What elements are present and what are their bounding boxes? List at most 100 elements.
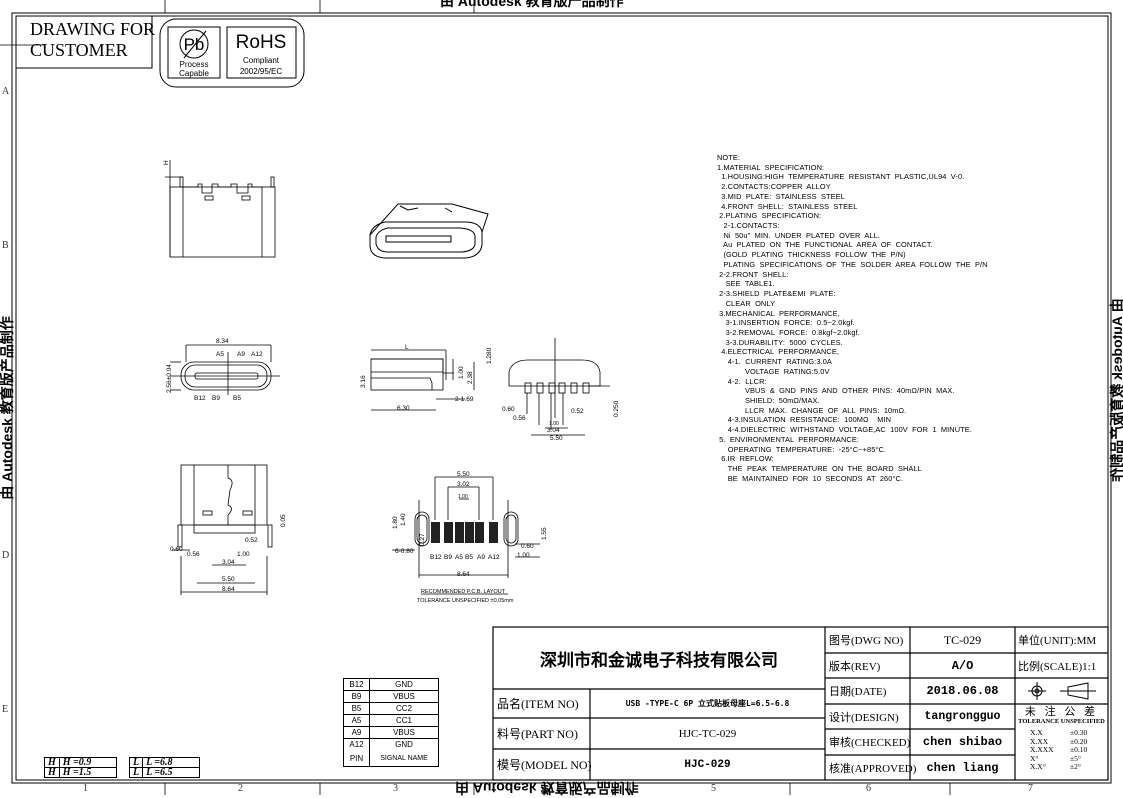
pin-label: A12 bbox=[488, 554, 500, 561]
pcb-pads bbox=[431, 522, 498, 543]
column-ticks bbox=[164, 0, 951, 795]
grid-col-label: 6 bbox=[866, 783, 871, 794]
dim-label: 0.56 bbox=[513, 415, 526, 422]
tolerance-row: X°±5° bbox=[1030, 753, 1087, 764]
tolerance-list: X.X±0.30 X.XX±0.20 X.XXX±0.10 X°±5° X.X°… bbox=[1030, 728, 1088, 772]
model-no-value: HJC-029 bbox=[684, 758, 731, 771]
dim-label: H bbox=[163, 160, 170, 165]
approved-value: chen liang bbox=[926, 760, 999, 775]
notes-block: NOTE:1.MATERIAL SPECIFICATION: 1.HOUSING… bbox=[717, 153, 988, 483]
dim-label: 0.52 bbox=[245, 537, 258, 544]
note-line: 4-1. CURRENT RATING:3.0A bbox=[717, 357, 832, 367]
note-line: 1.HOUSING:HIGH TEMPERATURE RESISTANT PLA… bbox=[717, 172, 965, 182]
note-line: LLCR MAX. CHANGE OF ALL PINS: 10mΩ. bbox=[717, 405, 907, 415]
pin-label: A9 bbox=[477, 554, 485, 561]
note-line: 4-2. LLCR: bbox=[717, 376, 767, 386]
pin-cell: A5 bbox=[343, 714, 370, 727]
rohs-line1: Compliant bbox=[243, 56, 280, 65]
top-view-drawing bbox=[165, 160, 276, 258]
note-line: 4.FRONT SHELL: STAINLESS STEEL bbox=[717, 201, 858, 211]
pb-circle-icon bbox=[179, 29, 209, 59]
rohs-badge-box bbox=[226, 26, 297, 79]
dim-label: 1.00 bbox=[458, 366, 465, 379]
dim-label: 1.55 bbox=[541, 527, 548, 540]
pb-strike-icon bbox=[183, 30, 207, 59]
dim-label: 0.60 bbox=[170, 546, 183, 553]
tolerance-subtitle: TOLERANCE UNSPECIFIED bbox=[1018, 717, 1105, 725]
note-line: 2.PLATING SPECIFICATION: bbox=[717, 211, 822, 221]
grid-col-label: 7 bbox=[1028, 783, 1033, 794]
unit-label: 单位(UNIT):MM bbox=[1018, 635, 1097, 647]
dim-label: 8.64 bbox=[457, 571, 470, 578]
dim-label: 3.16 bbox=[360, 375, 367, 388]
tolerance-key: X.XXX bbox=[1030, 745, 1054, 755]
signal-header: SIGNAL NAME bbox=[369, 750, 439, 767]
note-line: VBUS & GND PINS AND OTHER PINS: 40mΩ/PIN… bbox=[717, 386, 955, 396]
note-line: 3-3.DURABILITY: 5000 CYCLES. bbox=[717, 337, 843, 347]
note-line: 1.MATERIAL SPECIFICATION: bbox=[717, 162, 825, 172]
signal-cell: VBUS bbox=[369, 690, 439, 703]
tolerance-value: ±0.10 bbox=[1070, 745, 1088, 755]
note-line: 5. ENVIRONMENTAL PERFORMANCE: bbox=[717, 434, 859, 444]
pb-badge-box bbox=[167, 26, 221, 79]
dim-label: 0.52 bbox=[571, 408, 584, 415]
dwg-no-label: 图号(DWG NO) bbox=[829, 635, 904, 647]
dim-label: 0.27 bbox=[419, 533, 426, 546]
checked-value: chen shibao bbox=[922, 735, 1003, 749]
model-no-label: 模号(MODEL NO) bbox=[497, 758, 592, 772]
note-line: 2-2.FRONT SHELL: bbox=[717, 269, 789, 279]
note-line: OPERATING TEMPERATURE: -25°C~+85°C. bbox=[717, 444, 887, 454]
dim-label: L bbox=[405, 344, 409, 351]
part-no-label: 料号(PART NO) bbox=[497, 727, 578, 741]
note-line: VOLTAGE RATING:5.0V bbox=[717, 366, 830, 376]
signal-cell: GND bbox=[369, 738, 439, 750]
tolerance-key: X.XX bbox=[1030, 736, 1049, 746]
signal-cell: VBUS bbox=[369, 726, 439, 739]
dim-label: 1.40 bbox=[400, 513, 407, 526]
rev-value: A/O bbox=[951, 658, 974, 673]
dimension-labels: H 8.34 2.56±0.04 A5 A9 A12 B12 B9 B5 L 3… bbox=[163, 160, 620, 604]
part-no-value: HJC-TC-029 bbox=[678, 727, 737, 740]
dim-label: 1.00 bbox=[549, 421, 559, 427]
grid-row-label: D bbox=[2, 550, 10, 561]
grid-col-label: 5 bbox=[711, 783, 716, 794]
bottom-view-drawing bbox=[172, 464, 273, 595]
note-line: SEE TABLE1. bbox=[717, 279, 775, 289]
watermark-right: 由 Autodesk 教育版产品制作 bbox=[1108, 298, 1123, 482]
note-line: 3-1.INSERTION FORCE: 0.5~2.0kgf. bbox=[717, 318, 855, 328]
pin-cell: A12 bbox=[343, 738, 370, 750]
drawing-for-box bbox=[15, 15, 153, 69]
h-value: H =0.9 bbox=[58, 757, 117, 768]
l-key: L bbox=[128, 767, 144, 778]
note-line: Au PLATED ON THE FUNCTIONAL AREA OF CONT… bbox=[717, 240, 933, 250]
pin-label: B5 bbox=[465, 554, 473, 561]
company-name: 深圳市和金诚电子科技有限公司 bbox=[540, 650, 778, 671]
item-no-value: USB -TYPE-C 6P 立式贴板母座L=6.5-6.8 bbox=[625, 699, 790, 708]
watermark-left: 由 Autodesk 教育版产品制作 bbox=[0, 316, 15, 500]
tolerance-value: ±0.30 bbox=[1070, 728, 1088, 737]
pin-cell: A9 bbox=[343, 726, 370, 739]
l-value: L =6.8 bbox=[142, 757, 201, 768]
dim-label: 6-0.80 bbox=[395, 548, 414, 555]
front-view-drawing bbox=[170, 344, 280, 395]
tolerance-key: X° bbox=[1030, 753, 1039, 763]
pcb-tolerance-caption: TOLERANCE UNSPECIFIED ±0.05mm bbox=[417, 598, 514, 604]
dim-label: 3.04 bbox=[222, 559, 235, 566]
note-line: (GOLD PLATING THICKNESS FOLLOW THE P/N) bbox=[717, 250, 906, 260]
h-value: H =1.5 bbox=[58, 767, 117, 778]
note-line: 3-2.REMOVAL FORCE: 0.8kgf~2.0kgf. bbox=[717, 327, 860, 337]
note-line: 6.IR REFLOW: bbox=[717, 454, 774, 464]
pb-line2: Capable bbox=[179, 69, 209, 78]
tolerance-value: ±0.20 bbox=[1070, 736, 1088, 746]
note-line: 2-3.SHIELD PLATE&EMI PLATE: bbox=[717, 289, 836, 299]
tolerance-title: 未 注 公 差 bbox=[1024, 705, 1099, 718]
signal-cell: CC2 bbox=[369, 702, 439, 715]
note-line: Ni 50u" MIN. UNDER PLATED OVER ALL. bbox=[717, 230, 880, 240]
